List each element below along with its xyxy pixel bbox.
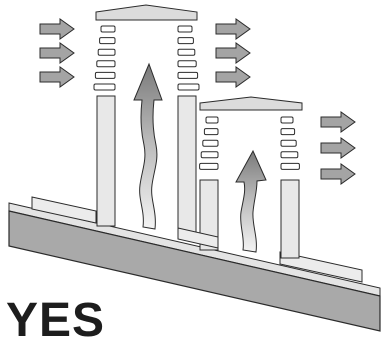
louver-slat bbox=[280, 162, 300, 170]
louver-slat bbox=[177, 25, 193, 33]
louver-slat bbox=[177, 71, 199, 79]
wind-arrow-outgoing bbox=[320, 163, 356, 185]
wind-arrows bbox=[39, 18, 356, 185]
caption-text: YES bbox=[6, 294, 105, 338]
short-chimney-left-wall bbox=[199, 179, 219, 251]
short-chimney-right-wall bbox=[280, 179, 300, 259]
wind-arrow-outgoing bbox=[320, 111, 356, 133]
flashing-left bbox=[31, 196, 97, 224]
short-chimney-cap bbox=[199, 96, 303, 111]
louver-slat bbox=[280, 151, 299, 159]
louver-slat bbox=[100, 25, 116, 33]
wind-arrow-outgoing bbox=[320, 137, 356, 159]
louver-slat bbox=[94, 71, 116, 79]
short-chimney-louvers bbox=[199, 116, 300, 170]
tall-chimney-louvers bbox=[93, 25, 200, 91]
louver-slat bbox=[199, 162, 219, 170]
tall-chimney-right-wall bbox=[177, 95, 197, 239]
louver-slat bbox=[280, 128, 296, 136]
wind-arrow-outgoing bbox=[215, 66, 251, 88]
short-chimney bbox=[199, 96, 303, 259]
louver-slat bbox=[177, 83, 200, 91]
tall-chimney-left-wall bbox=[96, 95, 116, 227]
wind-arrow-outgoing bbox=[215, 18, 251, 40]
louver-slat bbox=[202, 139, 219, 147]
louver-slat bbox=[177, 37, 194, 45]
smoke-arrow-short bbox=[235, 149, 267, 253]
louver-slat bbox=[99, 37, 116, 45]
louver-slat bbox=[177, 60, 197, 68]
wind-arrow-incoming bbox=[39, 18, 75, 40]
louver-slat bbox=[96, 60, 116, 68]
wind-arrow-outgoing bbox=[215, 42, 251, 64]
louver-slat bbox=[97, 48, 116, 56]
louver-slat bbox=[205, 116, 219, 124]
roof-slope-side bbox=[8, 210, 381, 332]
louver-slat bbox=[203, 128, 219, 136]
tall-chimney-base bbox=[177, 227, 219, 249]
louver-slat bbox=[280, 139, 297, 147]
wind-arrow-incoming bbox=[39, 66, 75, 88]
louver-slat bbox=[177, 48, 196, 56]
wind-arrow-incoming bbox=[39, 42, 75, 64]
louver-slat bbox=[93, 83, 116, 91]
flashing-right bbox=[279, 251, 363, 283]
louver-slat bbox=[280, 116, 294, 124]
louver-slat bbox=[200, 151, 219, 159]
tall-chimney-cap bbox=[95, 4, 198, 21]
smoke-arrow-tall bbox=[133, 62, 163, 230]
